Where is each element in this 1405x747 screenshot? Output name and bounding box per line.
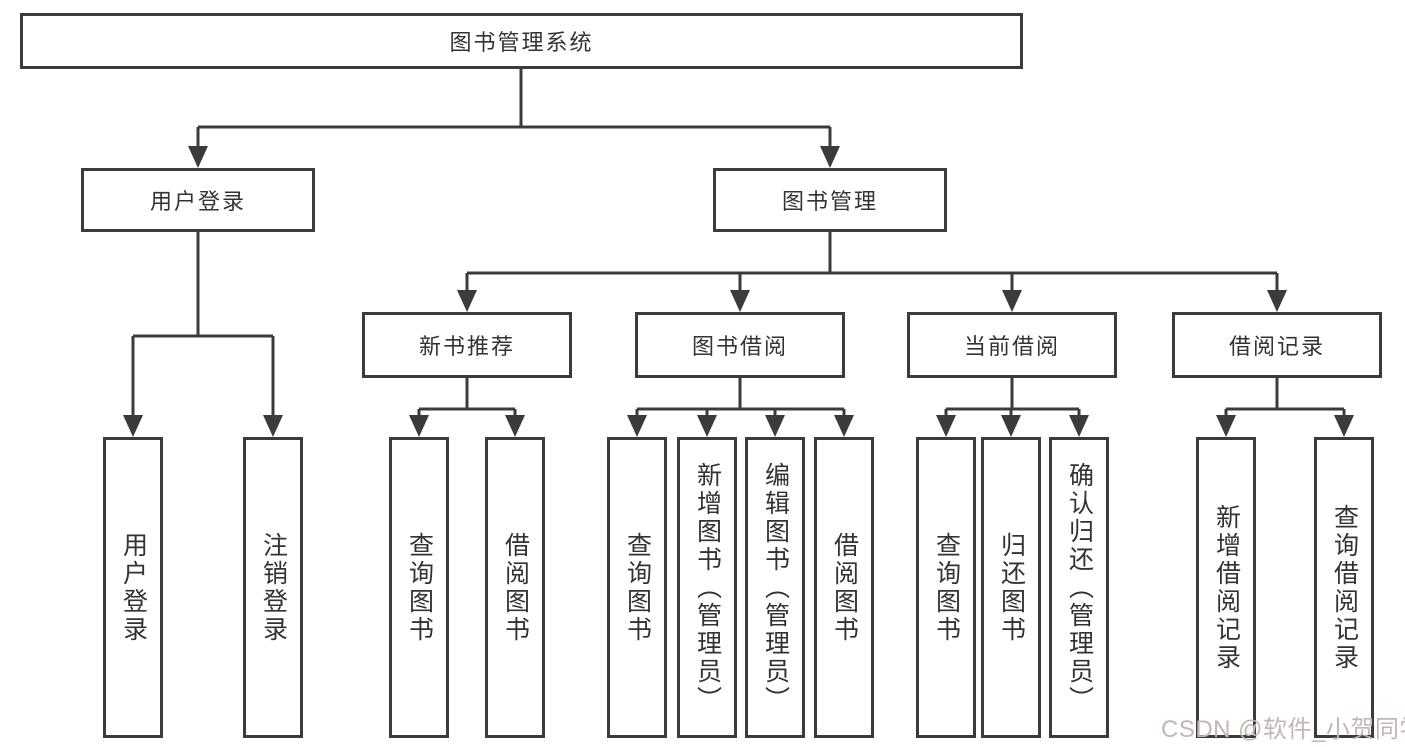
leaf-confirm-return-admin: 确认归还（管理员）	[1049, 437, 1109, 738]
node-current-borrowing: 当前借阅	[907, 312, 1117, 378]
leaf-user-login-label: 用户登录	[119, 531, 148, 644]
leaf-user-login: 用户登录	[103, 437, 163, 738]
leaf-borrow-book-recommend-label: 借阅图书	[501, 531, 530, 644]
leaf-add-book-admin: 新增图书（管理员）	[677, 437, 737, 738]
node-root-system: 图书管理系统	[20, 13, 1023, 69]
leaf-logout: 注销登录	[243, 437, 303, 738]
leaf-query-borrow-record: 查询借阅记录	[1314, 437, 1374, 738]
leaf-borrow-book-label: 借阅图书	[830, 531, 859, 644]
leaf-borrow-book: 借阅图书	[814, 437, 874, 738]
leaf-query-borrow-record-label: 查询借阅记录	[1330, 503, 1359, 672]
node-book-borrowing: 图书借阅	[635, 312, 845, 378]
leaf-edit-book-admin-label: 编辑图书（管理员）	[761, 461, 790, 714]
leaf-add-borrow-record-label: 新增借阅记录	[1212, 503, 1241, 672]
node-user-login-label: 用户登录	[149, 189, 246, 214]
leaf-query-book-borrow-label: 查询图书	[623, 531, 652, 644]
node-new-book-recommendation: 新书推荐	[362, 312, 572, 378]
leaf-query-book-recommend: 查询图书	[389, 437, 449, 738]
leaf-query-book-current-label: 查询图书	[932, 531, 961, 644]
node-book-management: 图书管理	[713, 168, 947, 232]
node-book-management-label: 图书管理	[781, 189, 878, 214]
leaf-query-book-borrow: 查询图书	[607, 437, 667, 738]
node-root-label: 图书管理系统	[449, 30, 594, 55]
csdn-watermark: CSDN @软件_小贺同学	[1161, 716, 1405, 743]
leaf-borrow-book-recommend: 借阅图书	[485, 437, 545, 738]
node-borrowing-records: 借阅记录	[1172, 312, 1382, 378]
leaf-return-book: 归还图书	[981, 437, 1041, 738]
node-book-borrowing-label: 图书借阅	[691, 334, 788, 359]
leaf-add-borrow-record: 新增借阅记录	[1196, 437, 1256, 738]
node-user-login: 用户登录	[81, 168, 315, 232]
leaf-query-book-current: 查询图书	[916, 437, 976, 738]
leaf-return-book-label: 归还图书	[997, 531, 1026, 644]
leaf-add-book-admin-label: 新增图书（管理员）	[693, 461, 722, 714]
node-borrowing-records-label: 借阅记录	[1228, 334, 1325, 359]
leaf-confirm-return-admin-label: 确认归还（管理员）	[1065, 461, 1094, 714]
node-new-book-recommendation-label: 新书推荐	[418, 334, 515, 359]
leaf-edit-book-admin: 编辑图书（管理员）	[745, 437, 805, 738]
leaf-query-book-recommend-label: 查询图书	[405, 531, 434, 644]
leaf-logout-label: 注销登录	[259, 531, 288, 644]
node-current-borrowing-label: 当前借阅	[963, 334, 1060, 359]
